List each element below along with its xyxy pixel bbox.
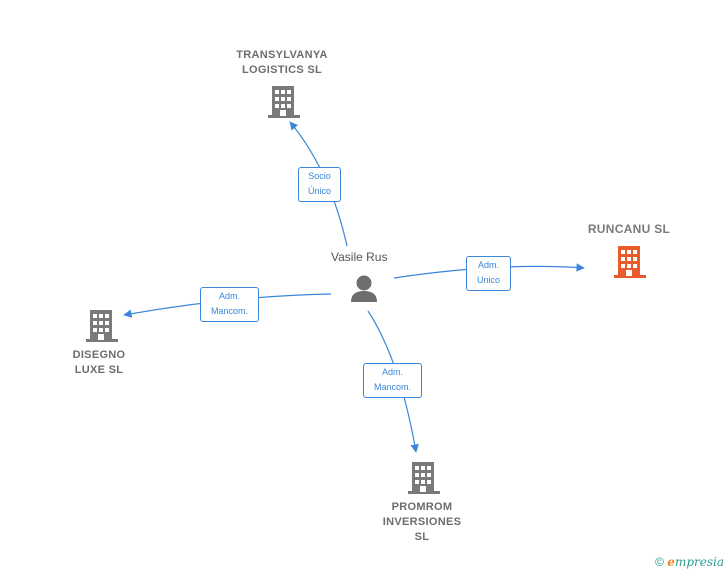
- relation-line2: Único: [307, 186, 331, 196]
- copyright-icon: ©: [655, 555, 664, 569]
- relation-box-adm-mancom-disegno: Adm. Mancom.: [200, 287, 259, 322]
- building-icon-disegno[interactable]: [86, 310, 118, 342]
- footer-brand: © empresia: [655, 555, 724, 569]
- relation-line2: Mancom.: [210, 306, 248, 316]
- relation-line2: Unico: [476, 275, 500, 285]
- relation-line1: Adm.: [477, 260, 499, 270]
- person-name[interactable]: Vasile Rus: [331, 250, 388, 264]
- company-label-transylvanya[interactable]: TRANSYLVANYA LOGISTICS SL: [236, 49, 328, 76]
- relation-box-adm-mancom-promrom: Adm. Mancom.: [363, 363, 422, 398]
- relation-box-socio-unico: Socio Único: [298, 167, 341, 202]
- relation-line2: Mancom.: [373, 382, 411, 392]
- building-icon-runcanu[interactable]: [614, 246, 646, 278]
- relation-line1: Socio: [308, 171, 331, 181]
- relation-line1: Adm.: [381, 367, 403, 377]
- brand-logo: empresia: [667, 555, 724, 569]
- person-icon[interactable]: [351, 275, 377, 303]
- company-label-promrom[interactable]: PROMROM INVERSIONES SL: [382, 501, 462, 543]
- company-label-runcanu[interactable]: RUNCANU SL: [587, 222, 671, 236]
- company-label-disegno[interactable]: DISEGNO LUXE SL: [72, 349, 126, 376]
- building-icon-promrom[interactable]: [408, 462, 440, 494]
- building-icon-transylvanya[interactable]: [268, 84, 300, 118]
- relation-line1: Adm.: [218, 291, 240, 301]
- relation-box-adm-unico: Adm. Unico: [466, 256, 511, 291]
